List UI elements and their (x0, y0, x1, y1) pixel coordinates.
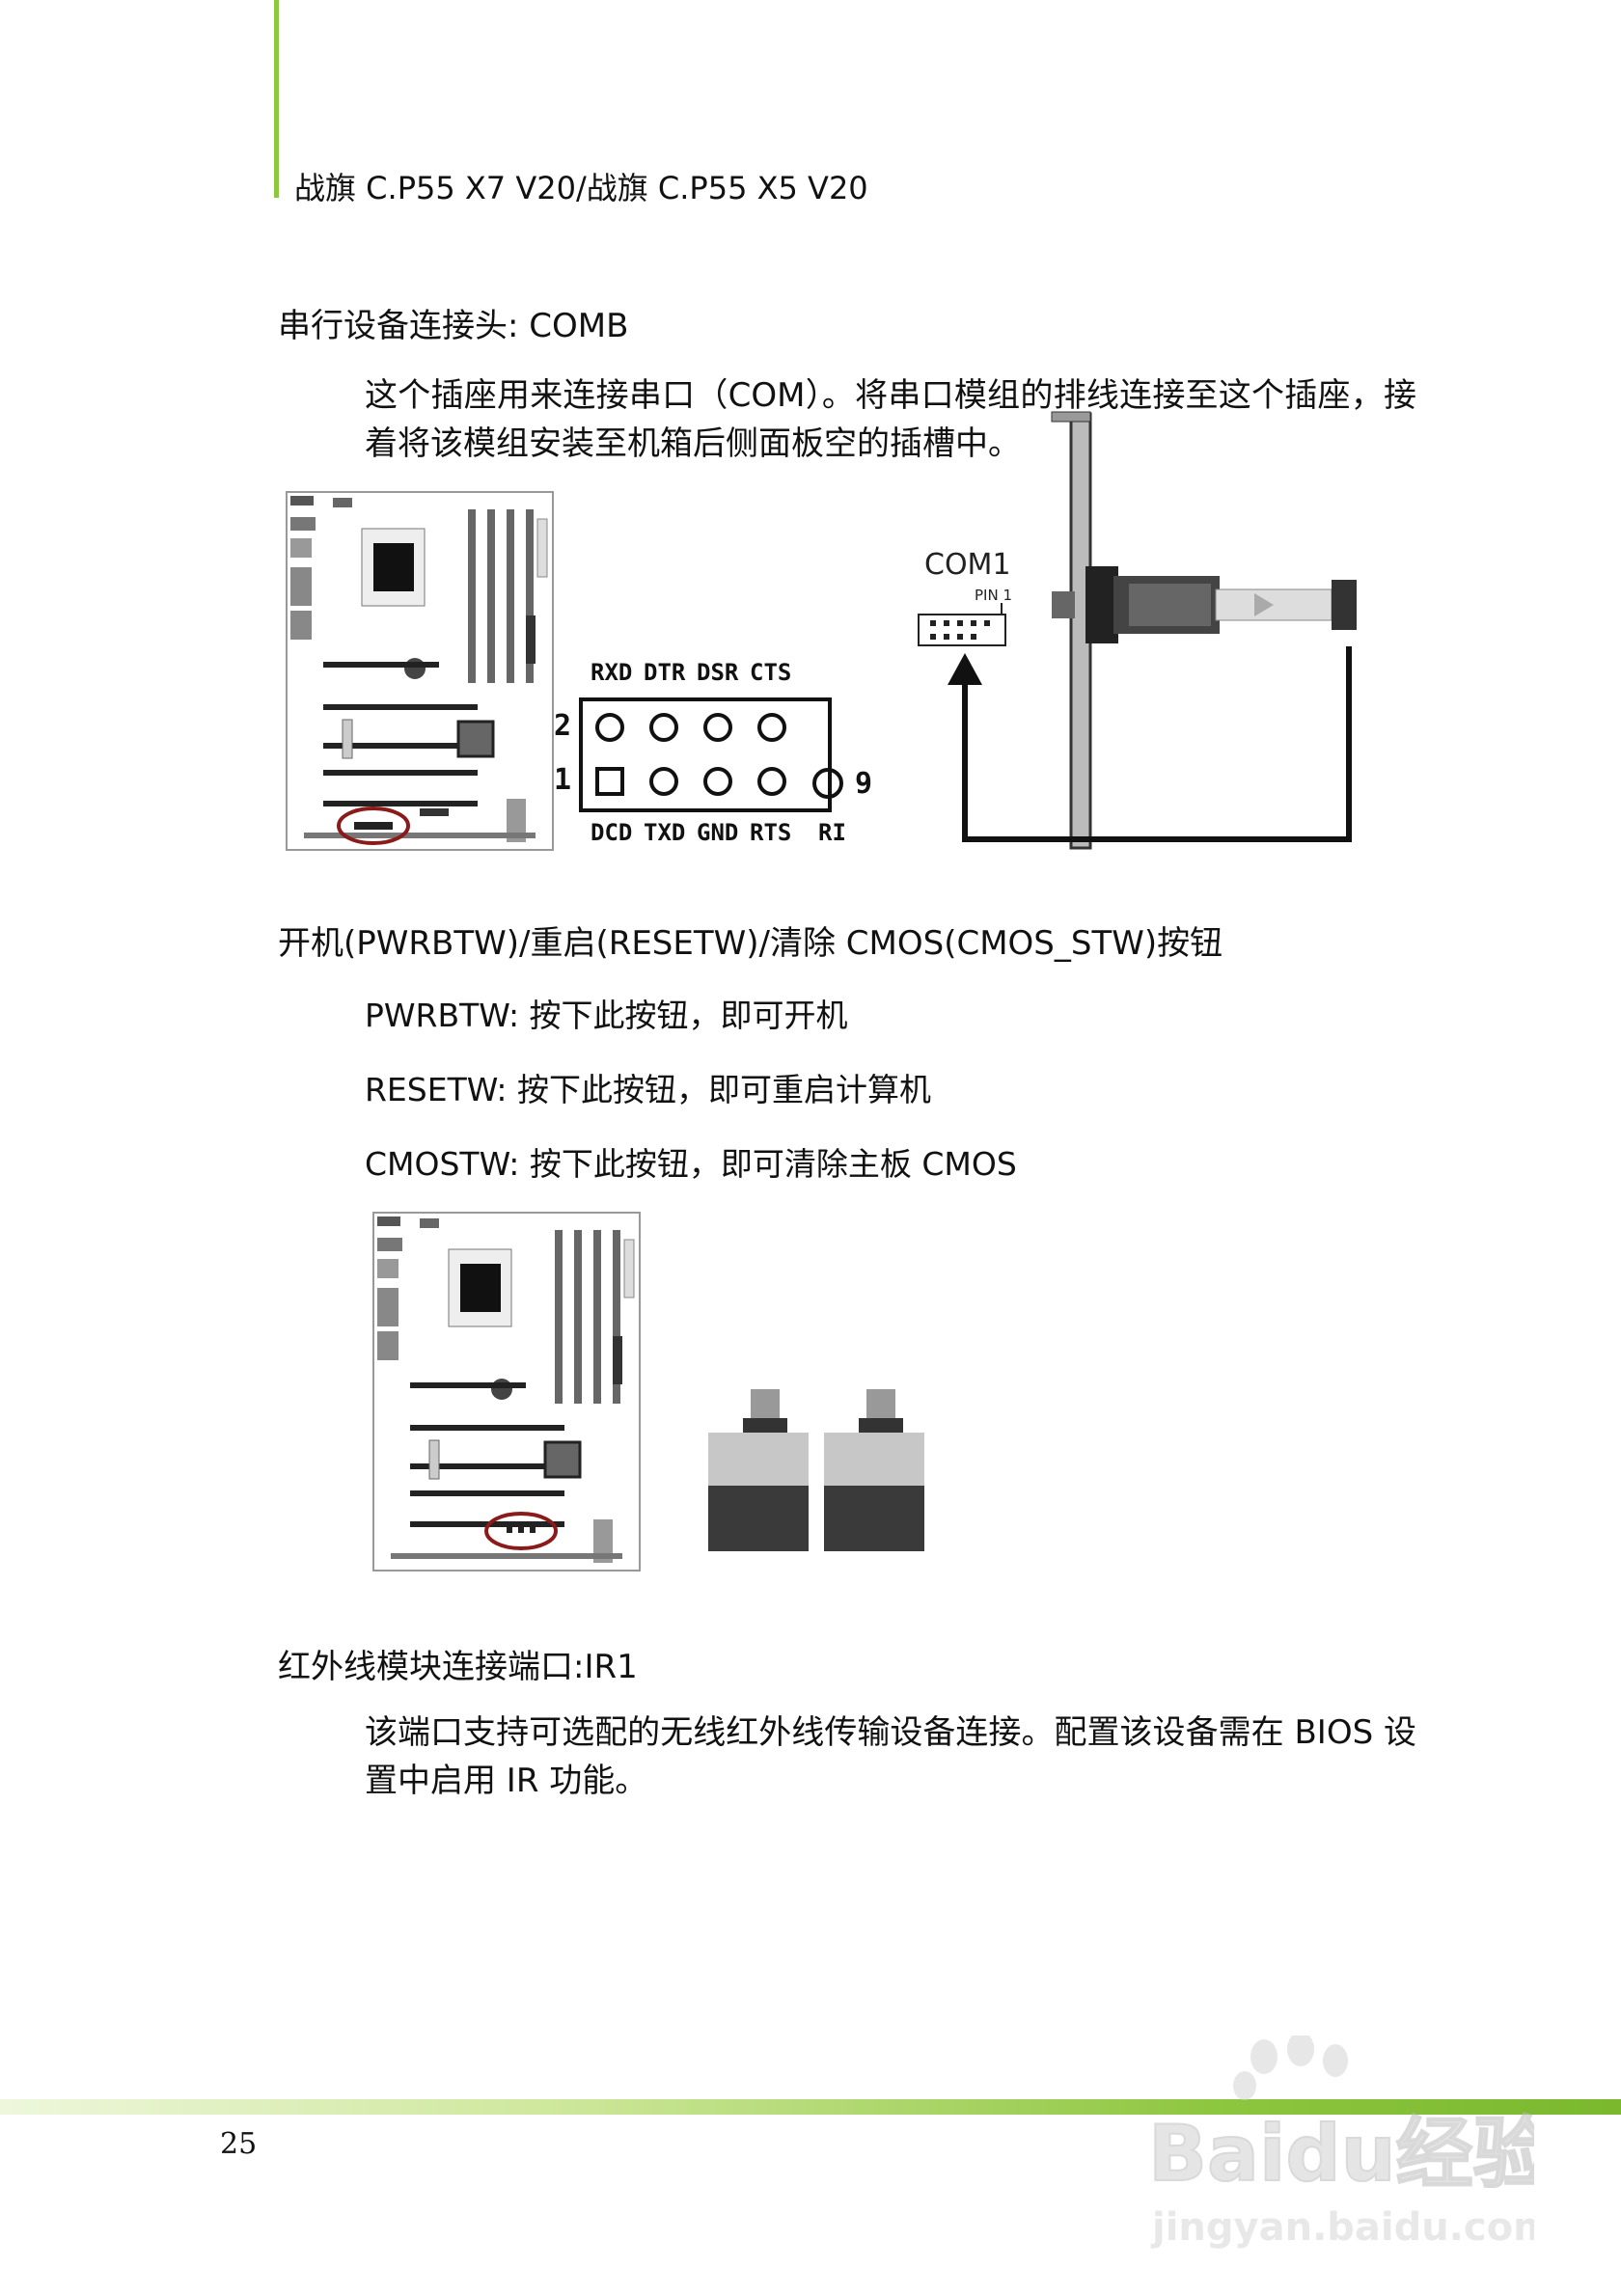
com-bracket-illustration: COM1 PIN 1 (918, 411, 1357, 850)
com-heading: 串行设备连接头: COMB (278, 307, 629, 345)
cmostw-description: CMOSTW: 按下此按钮，即可清除主板 CMOS (365, 1145, 1017, 1183)
pin-label-gnd: GND (697, 819, 738, 846)
page-number: 25 (220, 2127, 258, 2161)
baidu-watermark: Baidu经验 jingyan.baidu.com (1147, 2036, 1534, 2250)
com1-label: COM1 (924, 548, 1011, 582)
pin-number-1: 1 (554, 763, 571, 797)
pin-label-cts: CTS (750, 659, 791, 686)
ir-paragraph-line2: 置中启用 IR 功能。 (365, 1762, 648, 1800)
pin-label-dtr: DTR (644, 659, 686, 686)
watermark-url: jingyan.baidu.com (1150, 2205, 1534, 2250)
pin-label-rts: RTS (750, 819, 791, 846)
motherboard-diagram-com (286, 491, 554, 851)
footer-gradient-bar (0, 2099, 1621, 2115)
watermark-brand: Baidu经验 (1148, 2109, 1534, 2199)
pin-label-dsr: DSR (697, 659, 739, 686)
paw-icon (1233, 2036, 1348, 2100)
pwrbtw-description: PWRBTW: 按下此按钮，即可开机 (365, 997, 848, 1034)
com-paragraph-line1: 这个插座用来连接串口（COM）。将串口模组的排线连接至这个插座，接 (365, 376, 1416, 415)
com-header-outline (579, 697, 832, 812)
ir-paragraph-line1: 该端口支持可选配的无线红外线传输设备连接。配置该设备需在 BIOS 设 (365, 1713, 1416, 1752)
pin1-square (595, 767, 624, 796)
buttons-heading: 开机(PWRBTW)/重启(RESETW)/清除 CMOS(CMOS_STW)按… (278, 924, 1223, 963)
pin-label-txd: TXD (644, 819, 685, 846)
pin-number-2: 2 (554, 709, 571, 743)
com1-header-small (918, 614, 1006, 646)
com-pinout-diagram: RXD DTR DSR CTS 2 1 9 DCD TXD GND RTS RI (554, 659, 872, 846)
header-title: 战旗 C.P55 X7 V20/战旗 C.P55 X5 V20 (294, 170, 868, 206)
pin1-label: PIN 1 (975, 587, 1012, 604)
header-accent-bar (274, 0, 279, 198)
pin-label-rxd: RXD (591, 659, 632, 686)
pin-label-ri: RI (818, 819, 846, 846)
push-button-photo (704, 1389, 926, 1563)
pin-number-9: 9 (855, 767, 872, 801)
com-paragraph-line2: 着将该模组安装至机箱后侧面板空的插槽中。 (365, 424, 1021, 463)
resetw-description: RESETW: 按下此按钮，即可重启计算机 (365, 1071, 932, 1108)
ir-heading: 红外线模块连接端口:IR1 (278, 1648, 638, 1686)
motherboard-diagram-buttons (372, 1212, 641, 1572)
pin-label-dcd: DCD (591, 819, 632, 846)
